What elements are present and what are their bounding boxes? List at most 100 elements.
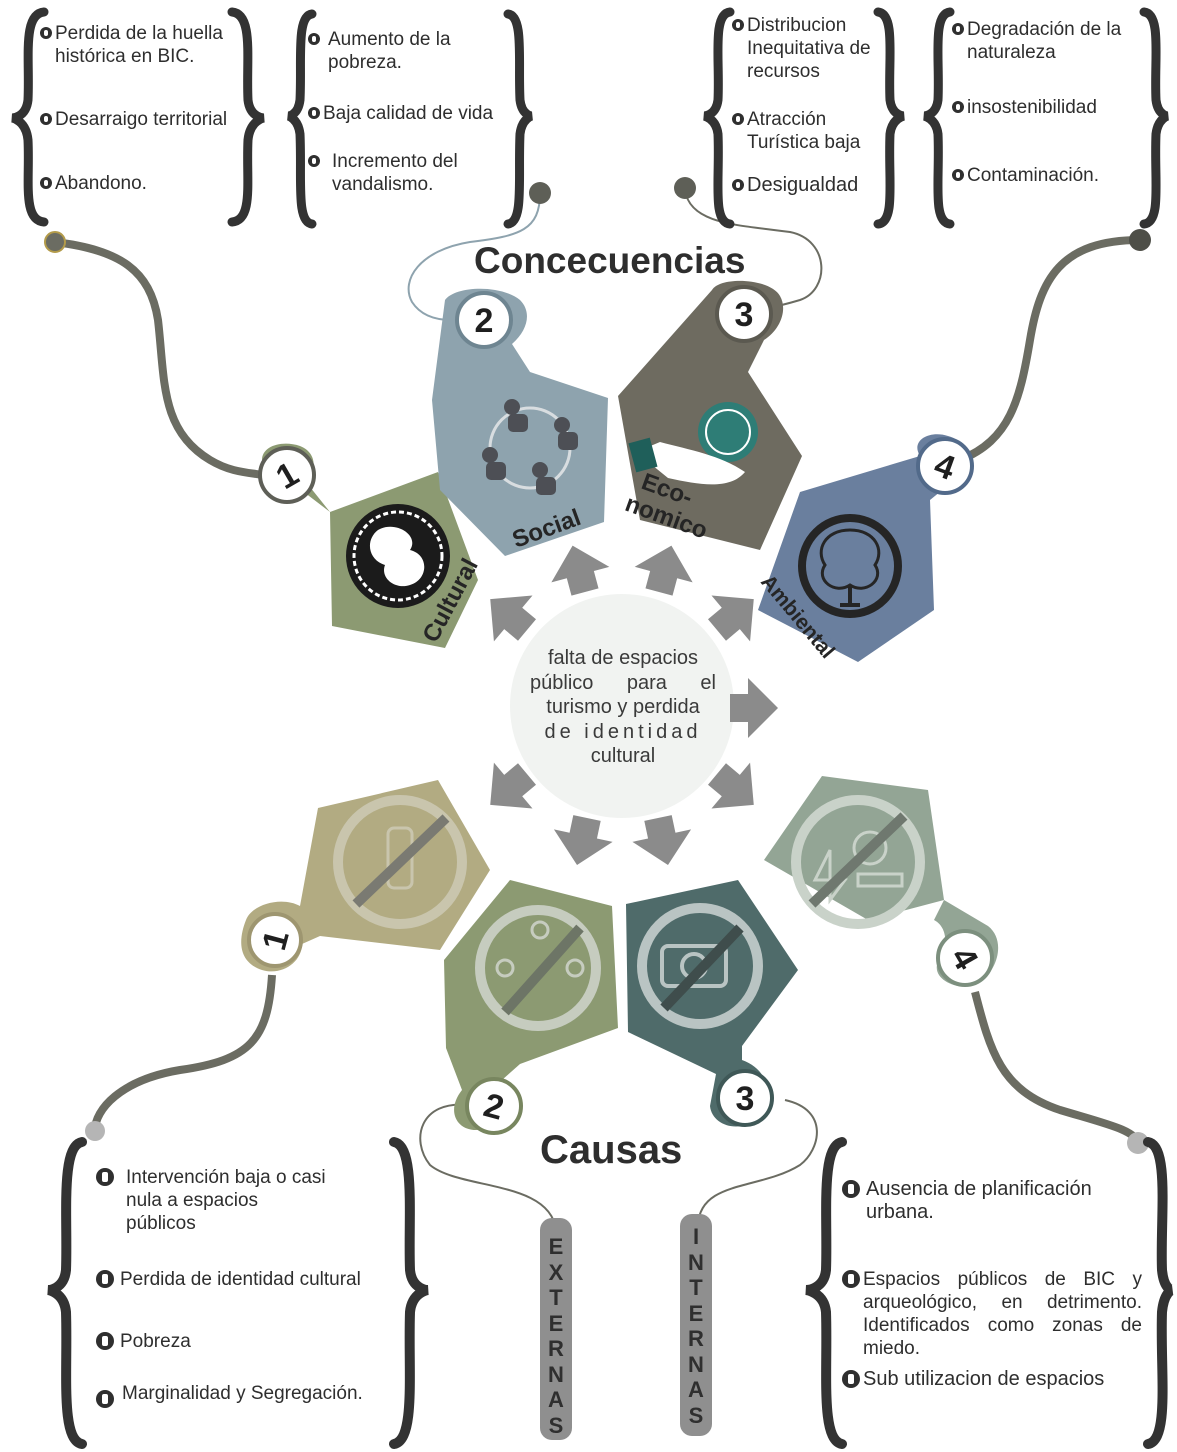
bullet-icon	[308, 107, 320, 119]
connector-4	[958, 236, 1141, 464]
list-item: Incremento del vandalismo.	[308, 150, 488, 196]
brace-1-right	[227, 7, 265, 227]
consequence-1-cultural	[258, 443, 478, 648]
greek-fret-emblem-icon	[346, 504, 450, 608]
pill-letter: R	[688, 1326, 704, 1351]
brace-3-right	[873, 7, 905, 229]
center-line-2: público para el	[530, 671, 716, 694]
pill-letter: E	[548, 1234, 564, 1259]
connectors-bottom	[91, 974, 1144, 1231]
list-item: Abandono.	[40, 172, 240, 195]
center-line-3: turismo y perdida	[546, 696, 700, 718]
list-item: Atracción Turística baja	[732, 108, 882, 154]
bullet-icon	[952, 101, 964, 113]
bullet-icon	[842, 1180, 860, 1198]
connector-c3	[697, 1099, 818, 1226]
brace-3-left	[703, 7, 735, 229]
connector-c4	[971, 990, 1144, 1147]
pill-letter: I	[692, 1224, 700, 1249]
connector-1	[54, 238, 292, 486]
center-line-1: falta de espacios	[547, 647, 699, 669]
connector-c2	[419, 1103, 557, 1231]
bullet-icon	[40, 113, 52, 125]
braces-top	[11, 7, 1170, 229]
pill-externas	[540, 1218, 572, 1440]
list-item: Distribucion Inequitativa de recursos	[732, 14, 872, 83]
list-item: Marginalidad y Segregación.	[96, 1382, 396, 1408]
bullet-icon	[952, 23, 964, 35]
pill-letter: A	[688, 1377, 704, 1402]
no-people-icon	[475, 905, 601, 1031]
list-item: Desigualdad	[732, 174, 882, 197]
causes-title: Causas	[540, 1128, 683, 1172]
pill-letter: N	[688, 1249, 704, 1275]
cause-3	[626, 880, 798, 1127]
bullet-icon	[96, 1168, 114, 1186]
bullet-icon	[842, 1370, 860, 1388]
brace-2-right	[503, 9, 534, 229]
cause-4	[764, 776, 999, 987]
brace-c1-right	[389, 1137, 429, 1449]
cause-2	[444, 880, 618, 1135]
bullet-icon	[96, 1390, 114, 1408]
list-item: Contaminación.	[952, 164, 1142, 187]
bullet-icon	[952, 169, 964, 181]
consequence-3-number: 3	[735, 296, 754, 334]
list-item: Ausencia de planificación urbana.	[842, 1178, 1132, 1224]
brace-c1-left	[47, 1137, 87, 1449]
center-problem-statement: falta de espacios público para el turism…	[530, 646, 716, 769]
consequence-2-number: 2	[475, 302, 494, 340]
pill-letter: N	[548, 1361, 564, 1387]
consequence-4-ambiental	[758, 434, 974, 662]
brace-2-left	[286, 9, 317, 229]
connector-c1	[91, 974, 276, 1131]
cause-3-number: 3	[736, 1080, 755, 1118]
list-item: Espacios públicos de BIC y arqueológico,…	[842, 1268, 1142, 1360]
center-line-5: cultural	[590, 745, 656, 767]
list-item: Sub utilizacion de espacios	[842, 1368, 1147, 1391]
no-camera-icon	[637, 903, 763, 1029]
no-monument-icon	[333, 795, 467, 929]
bullet-icon	[732, 179, 744, 191]
bullet-icon	[96, 1270, 114, 1288]
pill-letter: A	[548, 1387, 564, 1412]
list-item: Degradación de la naturaleza	[952, 18, 1147, 64]
connectors-top	[54, 189, 1141, 486]
center-hub	[470, 537, 778, 872]
pill-letter: R	[548, 1336, 564, 1361]
bullet-icon	[842, 1270, 860, 1288]
pill-internas	[680, 1214, 712, 1436]
list-item: Intervención baja o casi nula a espacios…	[96, 1166, 326, 1235]
consequence-2-social	[432, 288, 608, 556]
connector-dots	[44, 177, 1151, 1154]
bullet-icon	[732, 19, 744, 31]
people-circle-icon	[482, 399, 578, 495]
brace-4-left	[923, 7, 955, 229]
bullet-icon	[308, 33, 320, 45]
list-item: Perdida de la huella histórica en BIC.	[40, 22, 240, 68]
pill-letter: X	[548, 1259, 564, 1285]
list-item: insostenibilidad	[952, 96, 1142, 119]
no-park-icon	[791, 795, 925, 929]
consequence-3-economico	[618, 280, 802, 550]
pill-letter: S	[548, 1412, 564, 1438]
cause-1	[241, 780, 490, 972]
brace-1-left	[11, 7, 49, 227]
pill-letter: T	[689, 1275, 703, 1300]
consequences-title: Concecuencias	[474, 240, 746, 281]
brace-c4-right	[1143, 1137, 1175, 1449]
pill-letter: T	[549, 1285, 563, 1310]
center-line-4: de identidad	[544, 720, 702, 743]
list-item: Desarraigo territorial	[40, 108, 255, 131]
tree-icon	[798, 514, 902, 618]
bullet-icon	[732, 113, 744, 125]
bullet-icon	[40, 27, 52, 39]
list-item: Pobreza	[96, 1330, 296, 1353]
bullet-icon	[40, 177, 52, 189]
bullet-icon	[96, 1332, 114, 1350]
pill-letter: E	[688, 1300, 704, 1326]
bullet-icon	[308, 155, 320, 167]
pill-letter: N	[688, 1351, 704, 1377]
brace-4-right	[1139, 7, 1170, 229]
